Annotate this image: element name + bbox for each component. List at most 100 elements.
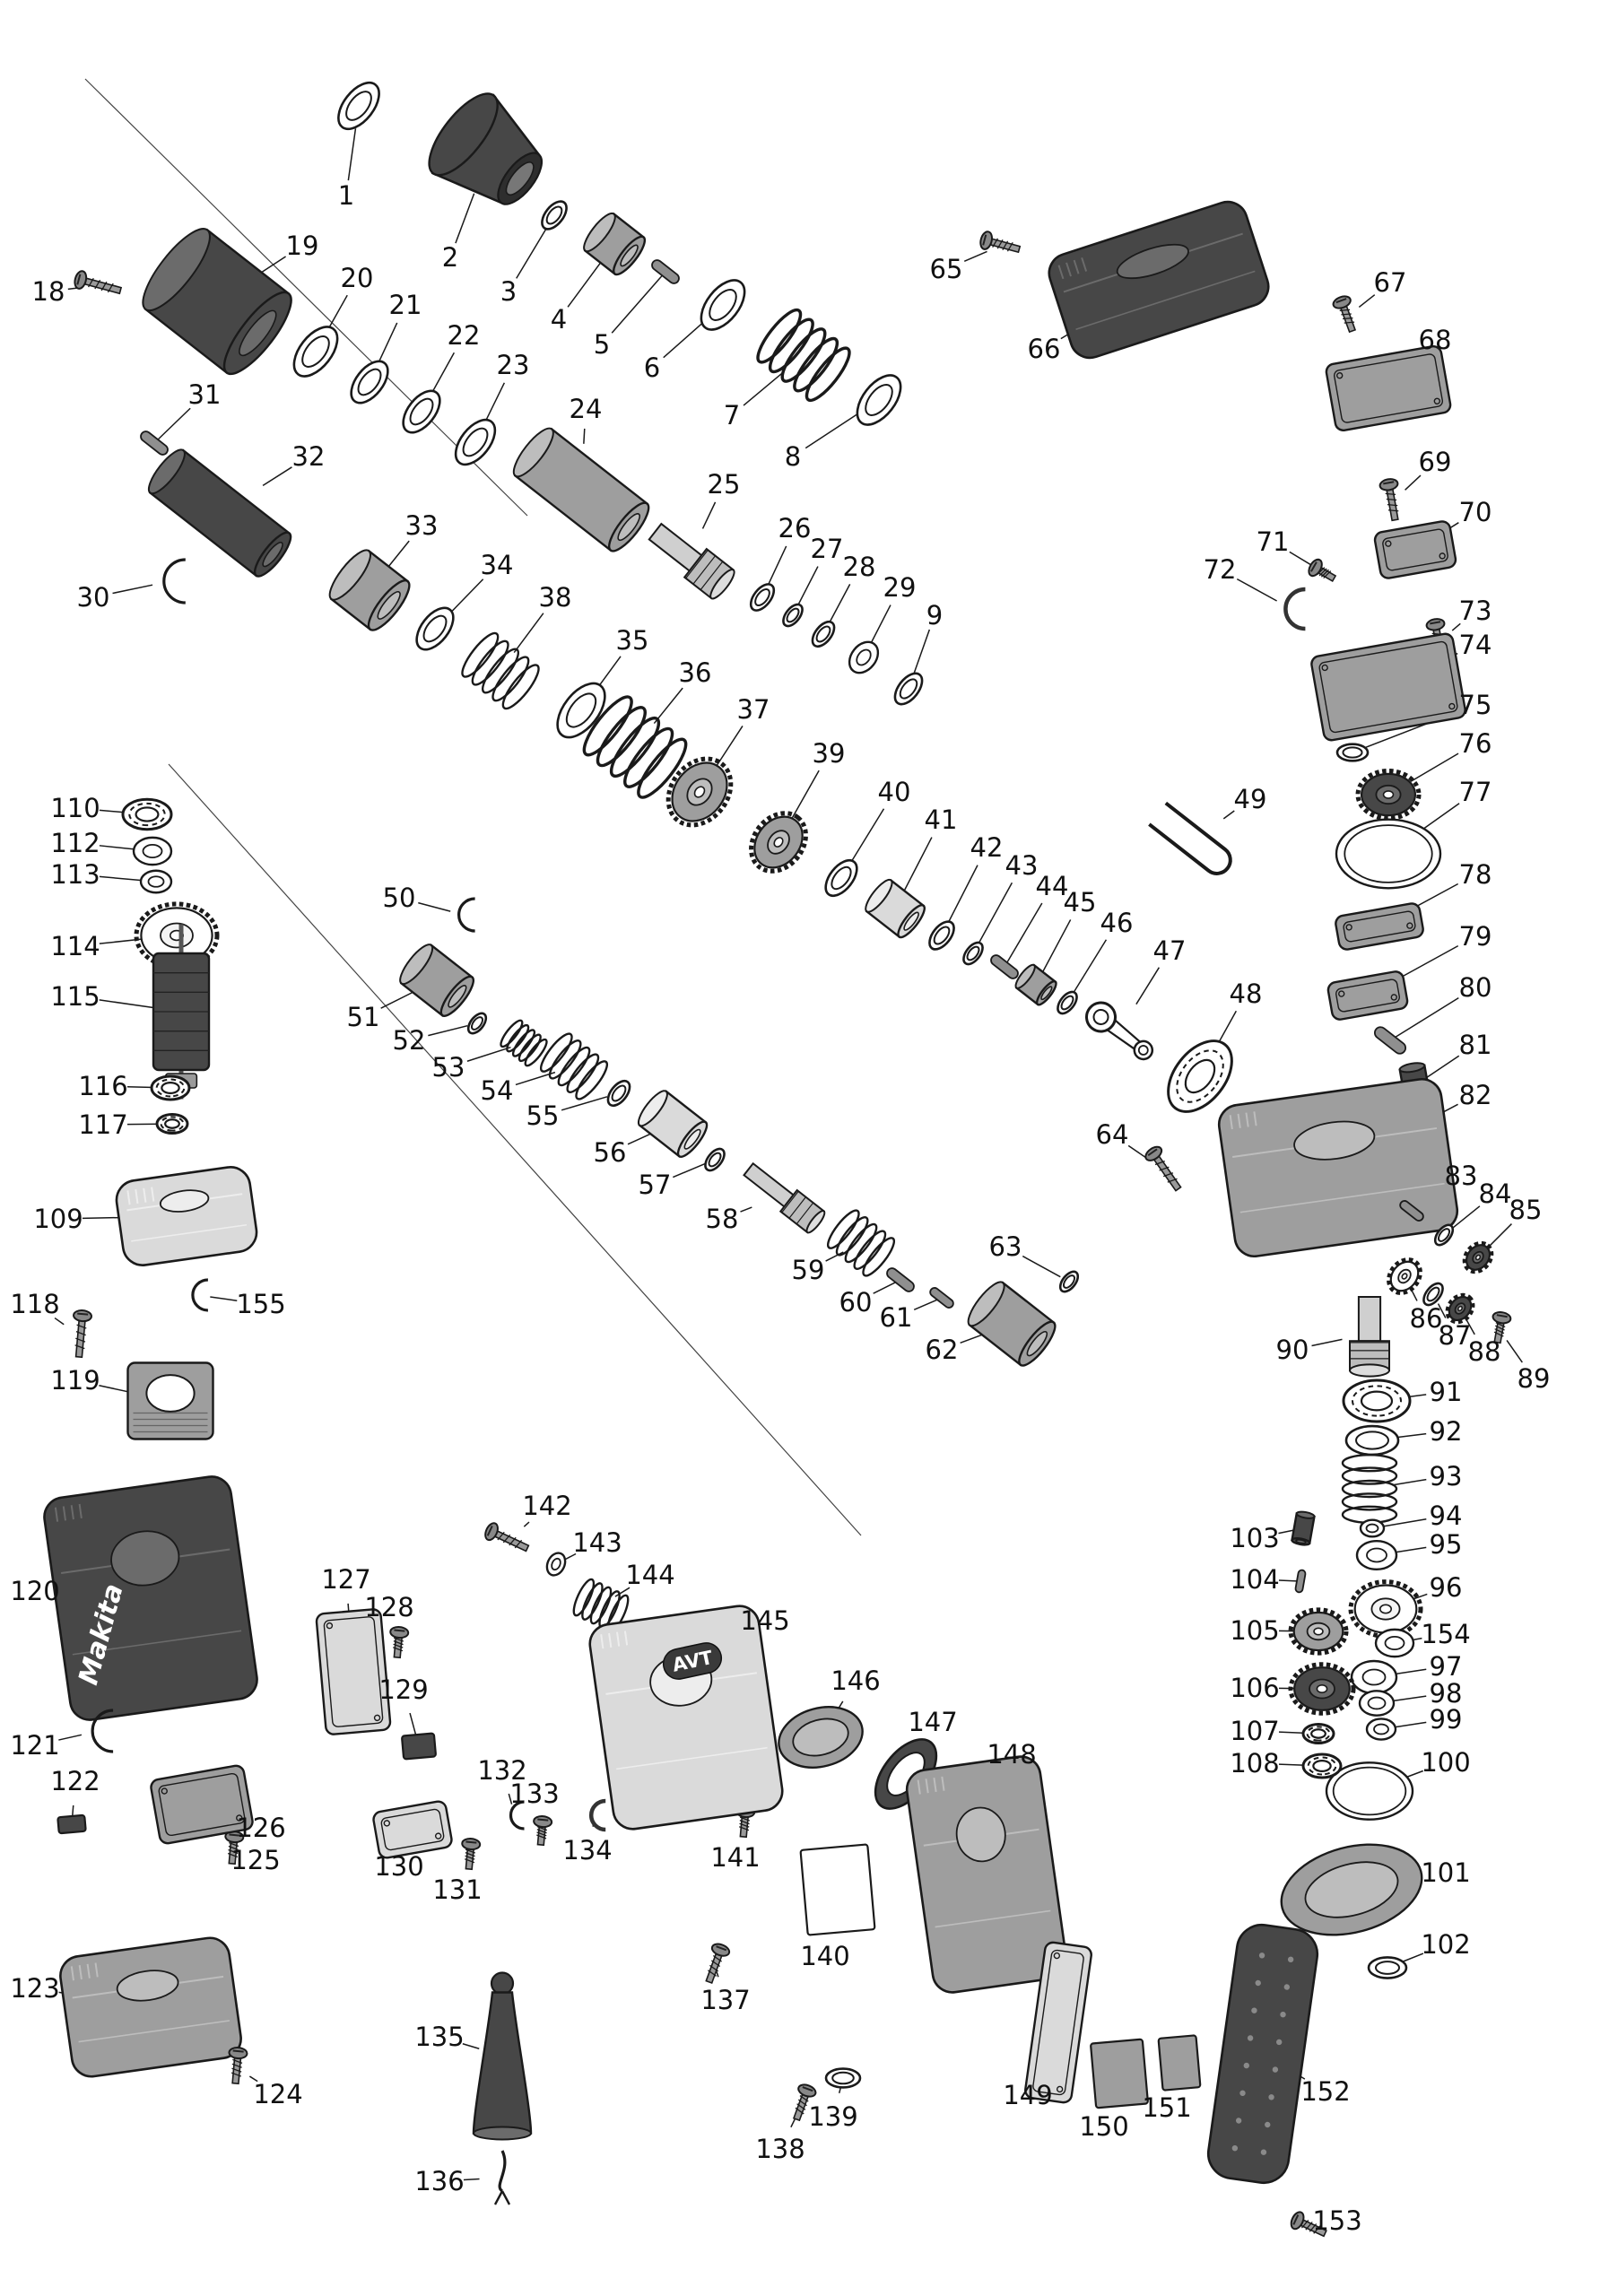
part-135-drawing: [472, 1971, 533, 2141]
leader-line-1: [347, 128, 357, 181]
part-134-drawing: [588, 1798, 606, 1832]
leader-line-121: [58, 1734, 83, 1741]
part-number-113: 113: [50, 859, 100, 890]
part-99-drawing: [1365, 1718, 1397, 1741]
part-20-drawing: [292, 326, 339, 378]
part-number-47: 47: [1153, 935, 1187, 966]
leader-line-115: [99, 999, 159, 1010]
part-number-36: 36: [679, 657, 712, 688]
part-number-152: 152: [1300, 2076, 1350, 2107]
part-number-27: 27: [811, 534, 844, 564]
leader-line-6: [663, 320, 706, 359]
part-number-104: 104: [1230, 1564, 1279, 1595]
part-number-46: 46: [1100, 908, 1134, 938]
leader-line-76: [1410, 752, 1459, 783]
part-number-81: 81: [1459, 1030, 1492, 1060]
part-number-128: 128: [364, 1592, 413, 1622]
part-number-96: 96: [1430, 1572, 1463, 1603]
part-24-drawing: [512, 427, 650, 552]
part-number-73: 73: [1459, 596, 1492, 626]
part-108-drawing: [1301, 1752, 1343, 1779]
part-number-140: 140: [800, 1941, 849, 1971]
part-6-drawing: [700, 279, 746, 331]
leader-line-27: [796, 566, 819, 606]
part-number-116: 116: [78, 1071, 127, 1101]
part-number-137: 137: [700, 1985, 750, 2015]
part-110-drawing: [121, 797, 173, 831]
part-number-121: 121: [10, 1730, 59, 1761]
leader-line-29: [869, 604, 891, 645]
leader-line-25: [701, 501, 717, 529]
part-number-7: 7: [724, 400, 740, 430]
leader-line-138: [790, 2118, 796, 2128]
leader-line-2: [455, 193, 475, 244]
part-83-drawing: [1399, 1200, 1424, 1222]
part-number-148: 148: [987, 1739, 1036, 1770]
leader-line-38: [513, 613, 544, 653]
part-33-drawing: [328, 549, 411, 631]
part-112-drawing: [132, 836, 173, 866]
part-number-32: 32: [292, 441, 326, 472]
part-95-drawing: [1355, 1539, 1398, 1571]
part-number-25: 25: [708, 469, 741, 500]
part-number-118: 118: [10, 1289, 59, 1319]
part-89-drawing: [1492, 1311, 1512, 1344]
leader-line-40: [849, 808, 885, 864]
part-52-drawing: [466, 1012, 488, 1035]
part-50-drawing: [457, 897, 475, 933]
part-number-105: 105: [1230, 1615, 1279, 1646]
part-8-drawing: [856, 374, 902, 426]
part-number-26: 26: [778, 513, 812, 544]
part-number-155: 155: [236, 1289, 285, 1319]
part-number-79: 79: [1459, 921, 1492, 952]
part-number-24: 24: [570, 394, 603, 424]
part-103-drawing: [1291, 1510, 1316, 1546]
leader-line-5: [611, 274, 663, 334]
part-35-drawing: [556, 682, 606, 739]
part-64-drawing: [1144, 1145, 1182, 1192]
part-34-drawing: [415, 606, 455, 651]
part-18-drawing: [74, 270, 123, 295]
leader-line-137: [716, 1971, 719, 1978]
part-2-drawing: [428, 92, 544, 205]
leader-line-41: [901, 837, 933, 894]
part-number-99: 99: [1430, 1704, 1463, 1735]
leader-line-107: [1278, 1731, 1306, 1735]
part-number-84: 84: [1479, 1178, 1512, 1209]
leader-line-8: [804, 413, 859, 449]
part-68-drawing: [1325, 345, 1452, 431]
part-number-42: 42: [970, 832, 1004, 863]
part-number-142: 142: [522, 1491, 571, 1521]
part-number-141: 141: [710, 1842, 760, 1873]
part-number-95: 95: [1430, 1529, 1463, 1560]
part-139-drawing: [824, 2067, 862, 2089]
part-19-drawing: [142, 228, 292, 376]
part-57-drawing: [704, 1147, 726, 1172]
part-number-100: 100: [1421, 1747, 1470, 1778]
part-number-153: 153: [1312, 2205, 1361, 2236]
leader-line-53: [466, 1046, 511, 1062]
leader-line-47: [1135, 967, 1161, 1005]
leader-line-90: [1311, 1338, 1343, 1347]
leader-line-72: [1236, 578, 1277, 602]
part-number-61: 61: [880, 1302, 913, 1333]
part-118-drawing: [73, 1309, 92, 1359]
part-number-19: 19: [286, 230, 319, 261]
leader-line-3: [516, 226, 548, 279]
leader-line-52: [428, 1024, 468, 1037]
part-number-154: 154: [1421, 1619, 1470, 1649]
part-number-77: 77: [1459, 777, 1492, 807]
part-67-drawing: [1332, 295, 1357, 334]
part-25-drawing: [648, 522, 735, 600]
part-55-drawing: [606, 1079, 631, 1108]
brand-mark-avt: AVT: [662, 1642, 723, 1680]
part-number-143: 143: [572, 1527, 622, 1558]
leader-line-80: [1395, 996, 1459, 1039]
part-129-drawing: [401, 1732, 437, 1761]
leader-line-45: [1040, 919, 1072, 975]
part-number-3: 3: [500, 276, 517, 307]
leader-line-49: [1222, 810, 1235, 820]
part-number-54: 54: [481, 1075, 514, 1106]
part-126-drawing: [150, 1764, 254, 1845]
assembly-frame-line-1: [84, 78, 528, 517]
